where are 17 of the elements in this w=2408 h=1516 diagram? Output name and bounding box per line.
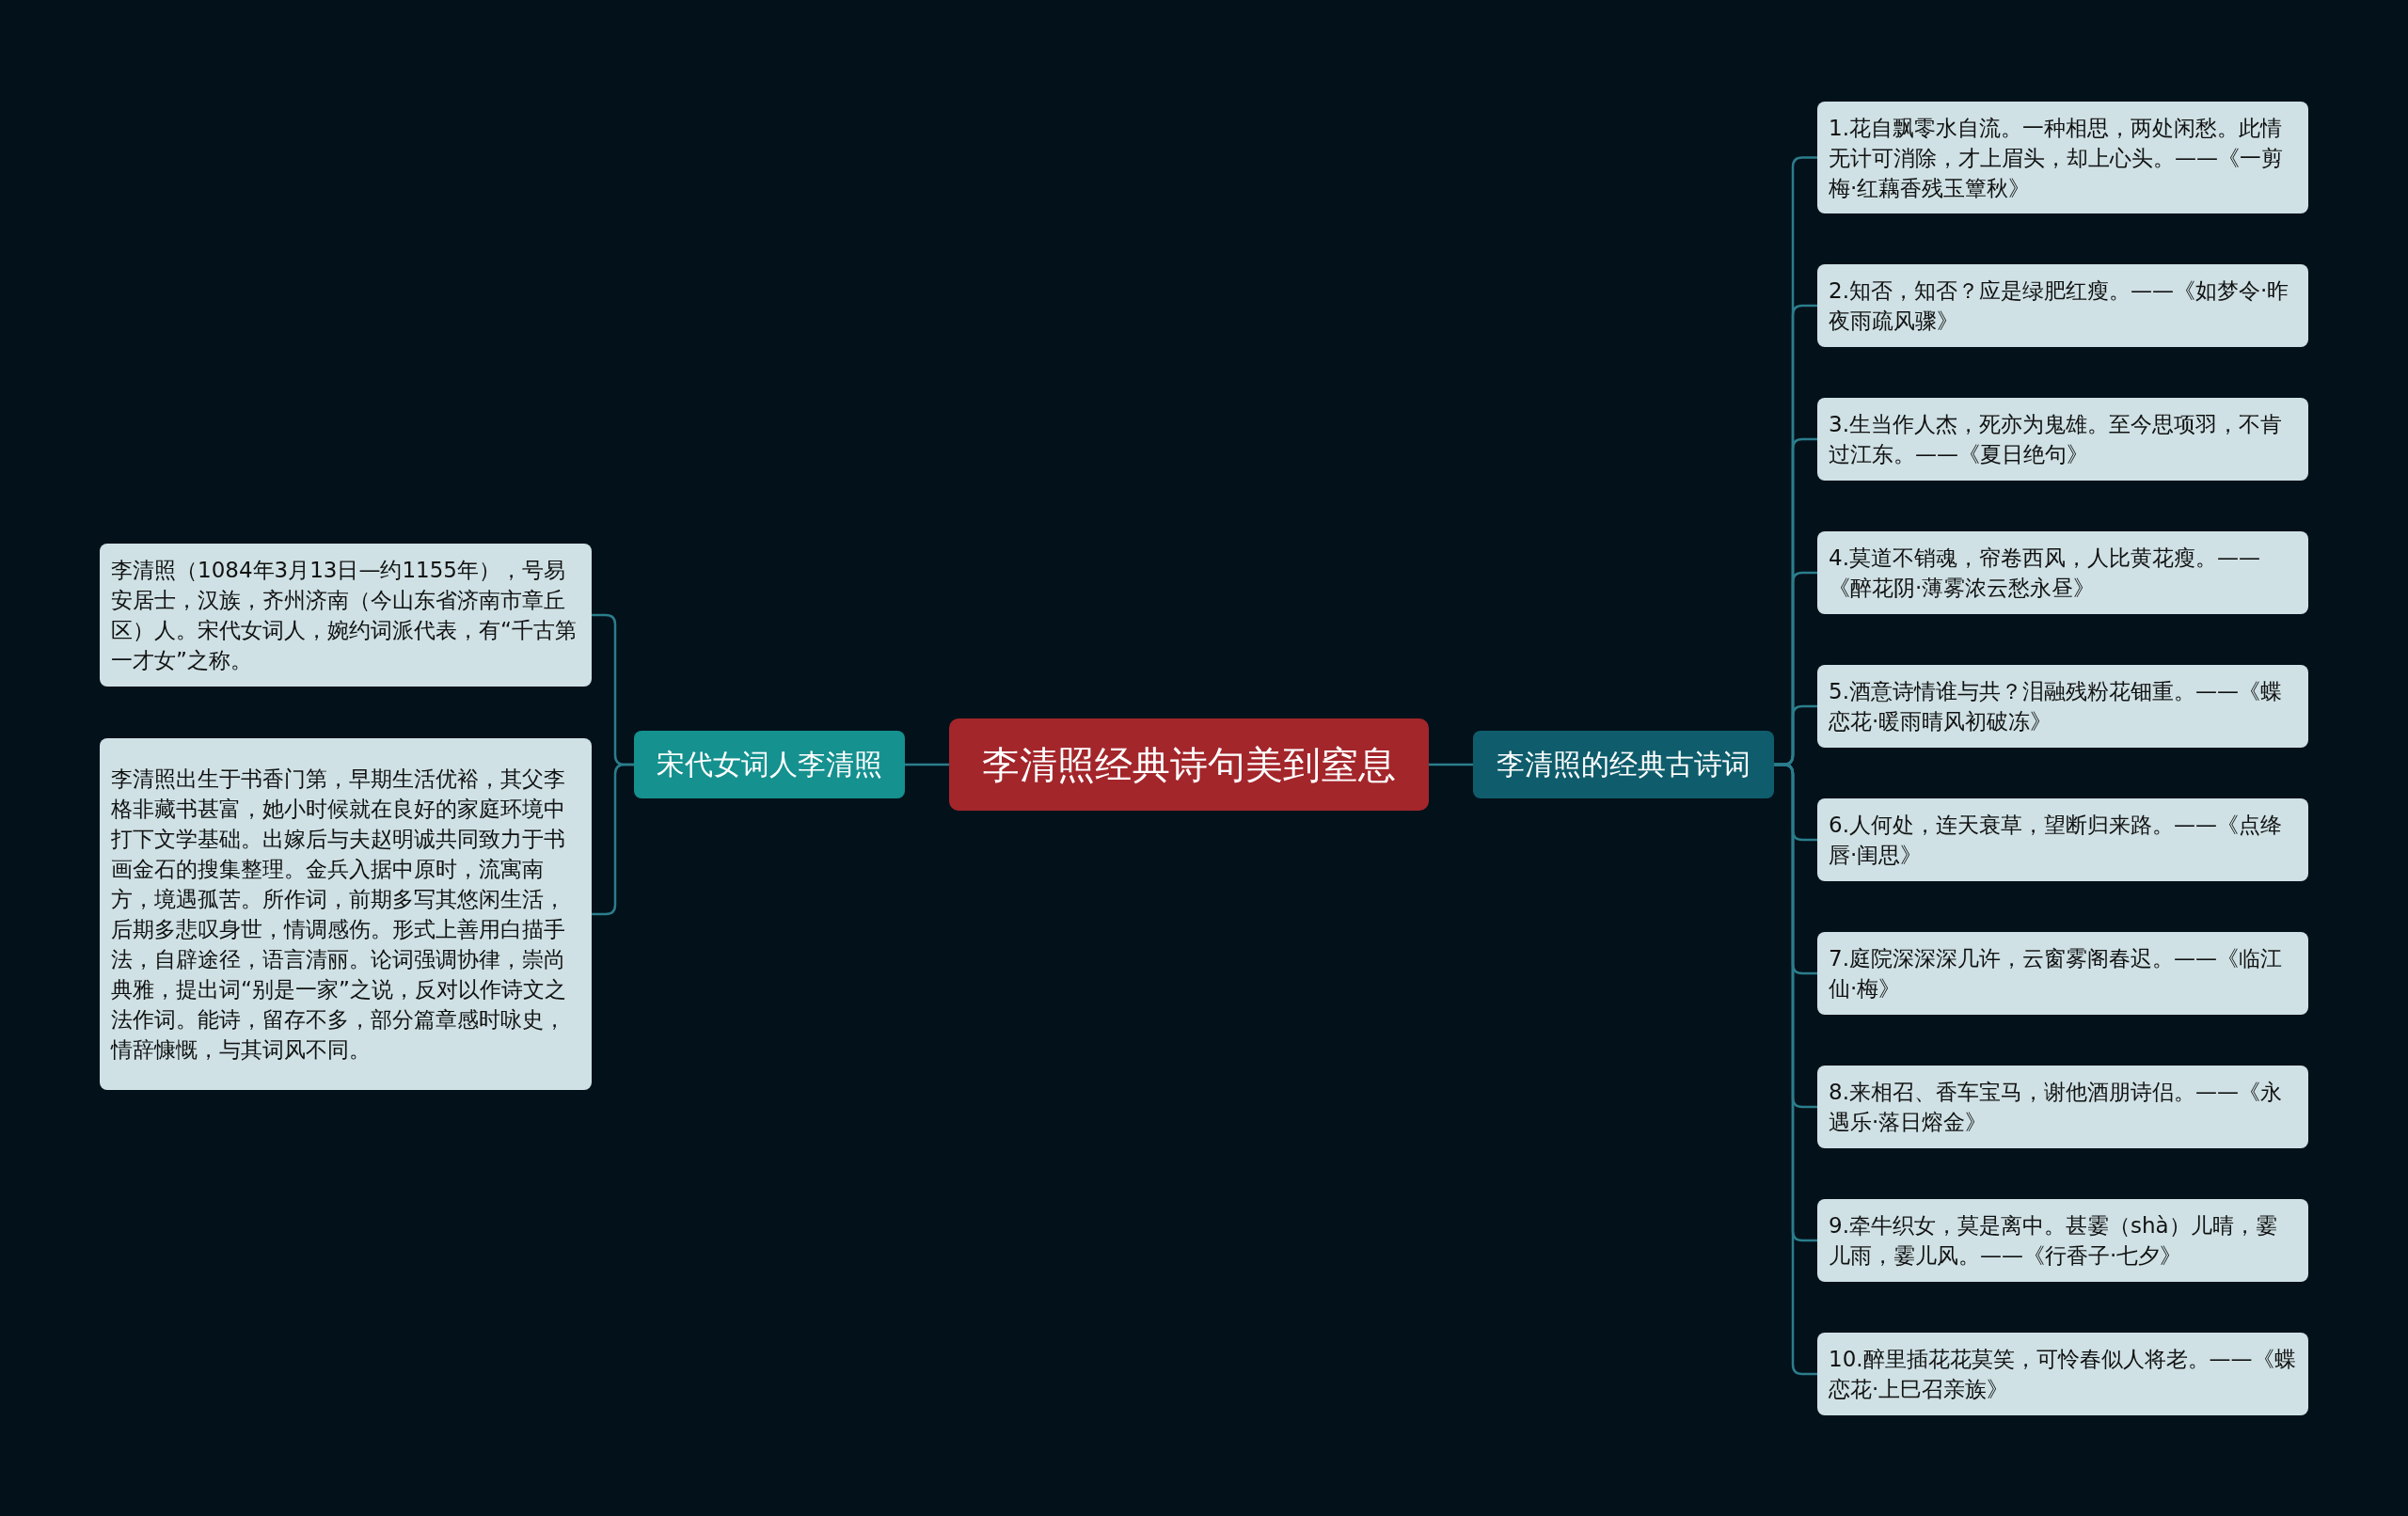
connector-line	[1429, 763, 1473, 766]
poem-card: 8.来相召、香车宝马，谢他酒朋诗侣。——《永遇乐·落日熔金》	[1817, 1066, 2308, 1148]
central-topic-box: 李清照经典诗句美到窒息	[949, 719, 1429, 811]
poem-card: 4.莫道不销魂，帘卷西风，人比黄花瘦。——《醉花阴·薄雾浓云愁永昼》	[1817, 531, 2308, 614]
connector-line	[905, 763, 949, 766]
topic-box: 宋代女词人李清照	[634, 731, 905, 798]
poem-card: 10.醉里插花花莫笑，可怜春似人将老。——《蝶恋花·上巳召亲族》	[1817, 1333, 2308, 1415]
poem-card: 5.酒意诗情谁与共？泪融残粉花钿重。——《蝶恋花·暖雨晴风初破冻》	[1817, 665, 2308, 748]
poem-card: 9.牵牛织女，莫是离中。甚霎（shà）儿晴，霎儿雨，霎儿风。——《行香子·七夕》	[1817, 1199, 2308, 1282]
poem-card: 1.花自飘零水自流。一种相思，两处闲愁。此情无计可消除，才上眉头，却上心头。——《一剪梅·红藕香残玉簟秋》	[1817, 102, 2308, 213]
info-card: 李清照（1084年3月13日—约1155年），号易安居士，汉族，齐州济南（今山东省济南市章丘区）人。宋代女词人，婉约词派代表，有“千古第一才女”之称。	[100, 544, 592, 687]
poem-card: 3.生当作人杰，死亦为鬼雄。至今思项羽，不肯过江东。——《夏日绝句》	[1817, 398, 2308, 481]
poem-card: 6.人何处，连天衰草，望断归来路。——《点绛唇·闺思》	[1817, 798, 2308, 881]
poem-card: 7.庭院深深深几许，云窗雾阁春迟。——《临江仙·梅》	[1817, 932, 2308, 1015]
topic-box: 李清照的经典古诗词	[1473, 731, 1774, 798]
poem-card: 2.知否，知否？应是绿肥红瘦。——《如梦令·昨夜雨疏风骤》	[1817, 264, 2308, 347]
info-card: 李清照出生于书香门第，早期生活优裕，其父李格非藏书甚富，她小时候就在良好的家庭环境中打下文学基础。出嫁后与夫赵明诚共同致力于书画金石的搜集整理。金兵入据中原时，流寓南方，境遇孤苦。所作词，前期多写其悠闲生活，后期多悲叹身世，情调感伤。形式上善用白描手法，自辟途径，语言清丽。论词强调协律，崇尚典雅，提出词“别是一家”之说，反对以作诗文之法作词。能诗，留存不多，部分篇章感时咏史，情辞慷慨，与其词风不同。	[100, 738, 592, 1090]
